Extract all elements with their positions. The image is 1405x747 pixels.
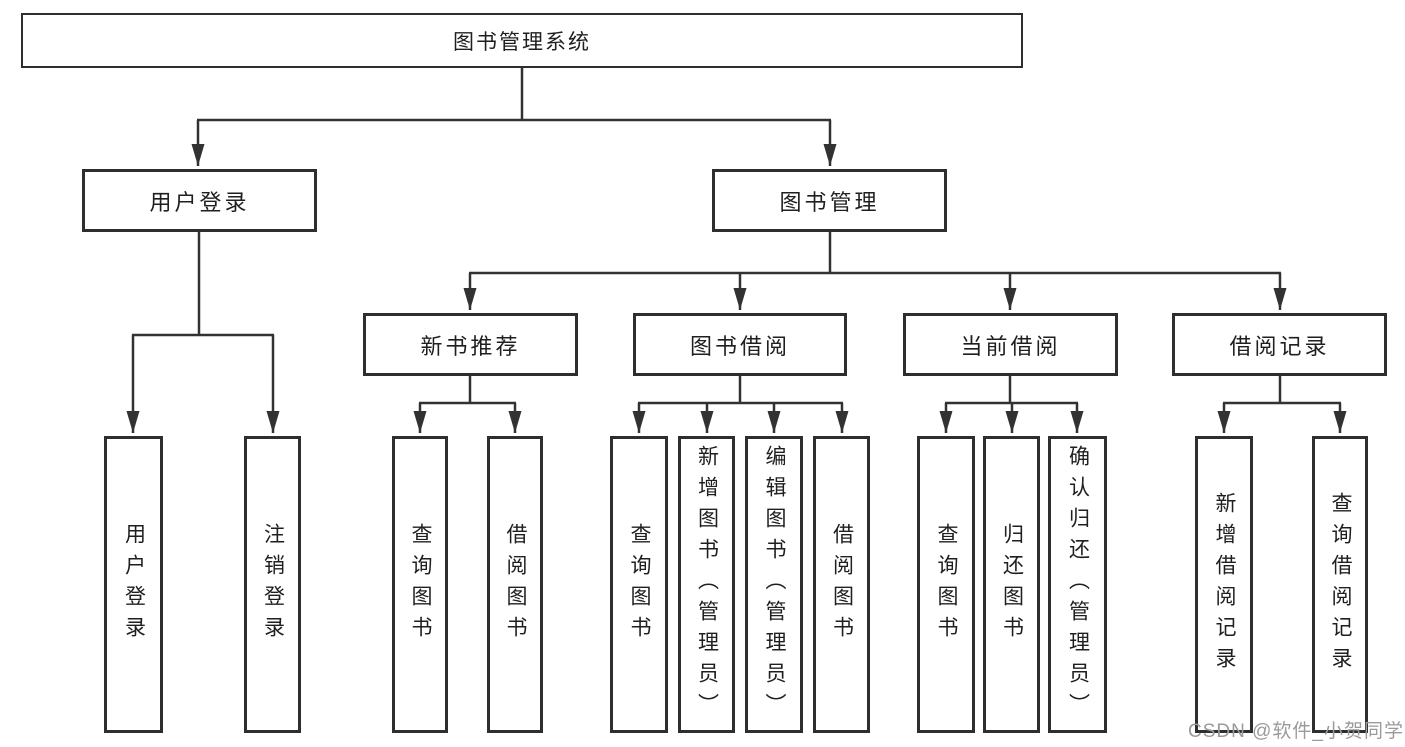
node-root-system: 图书管理系统 [21, 13, 1023, 68]
leaf-logout: 注销登录 [244, 436, 301, 733]
node-new-book-recommend: 新书推荐 [363, 313, 578, 376]
leaf-user-login: 用户登录 [104, 436, 163, 733]
leaf-label: 借阅图书 [830, 522, 854, 647]
node-label: 当前借阅 [960, 333, 1061, 359]
connector-new-book-group [413, 376, 522, 433]
node-borrow-record: 借阅记录 [1172, 313, 1387, 376]
leaf-label: 新增图书（管理员） [695, 445, 719, 724]
connector-user-login-group [126, 232, 280, 433]
leaf-query-borrow-record: 查询借阅记录 [1312, 436, 1368, 733]
leaf-label: 编辑图书（管理员） [763, 445, 786, 724]
leaf-edit-book-admin: 编辑图书（管理员） [745, 436, 803, 733]
leaf-query-book-3: 查询图书 [917, 436, 975, 733]
leaf-label: 新增借阅记录 [1213, 491, 1236, 678]
leaf-label: 用户登录 [122, 522, 146, 647]
connector-current-borrow-group [939, 376, 1084, 433]
leaf-add-book-admin: 新增图书（管理员） [678, 436, 735, 733]
leaf-label: 归还图书 [1000, 522, 1024, 647]
connector-borrow-record-group [1217, 376, 1347, 433]
leaf-label: 查询借阅记录 [1329, 491, 1352, 678]
node-user-login: 用户登录 [82, 169, 317, 232]
node-book-management: 图书管理 [712, 169, 947, 232]
leaf-borrow-book-2: 借阅图书 [813, 436, 870, 733]
connector-book-borrow-group [632, 376, 849, 433]
leaf-label: 查询图书 [409, 522, 432, 647]
leaf-label: 查询图书 [628, 522, 651, 647]
leaf-borrow-book-1: 借阅图书 [487, 436, 543, 733]
node-root-label: 图书管理系统 [453, 30, 591, 54]
node-label: 新书推荐 [420, 333, 521, 359]
leaf-add-borrow-record: 新增借阅记录 [1195, 436, 1253, 733]
leaf-confirm-return-admin: 确认归还（管理员） [1048, 436, 1107, 733]
connector-book-mgmt-to-level2 [463, 232, 1287, 310]
node-label: 图书借阅 [689, 333, 790, 359]
leaf-label: 借阅图书 [504, 522, 527, 647]
leaf-label: 注销登录 [261, 522, 285, 647]
node-label: 用户登录 [149, 189, 250, 215]
csdn-watermark: CSDN @软件_小贺同学 [1188, 721, 1404, 742]
node-book-borrow: 图书借阅 [633, 313, 847, 376]
leaf-query-book-1: 查询图书 [392, 436, 448, 733]
leaf-label: 查询图书 [935, 522, 958, 647]
node-label: 图书管理 [779, 189, 880, 215]
leaf-label: 确认归还（管理员） [1066, 445, 1090, 724]
connector-root-to-level1 [191, 68, 837, 166]
node-current-borrow: 当前借阅 [903, 313, 1118, 376]
node-label: 借阅记录 [1229, 333, 1330, 359]
leaf-query-book-2: 查询图书 [610, 436, 668, 733]
leaf-return-book: 归还图书 [983, 436, 1040, 733]
